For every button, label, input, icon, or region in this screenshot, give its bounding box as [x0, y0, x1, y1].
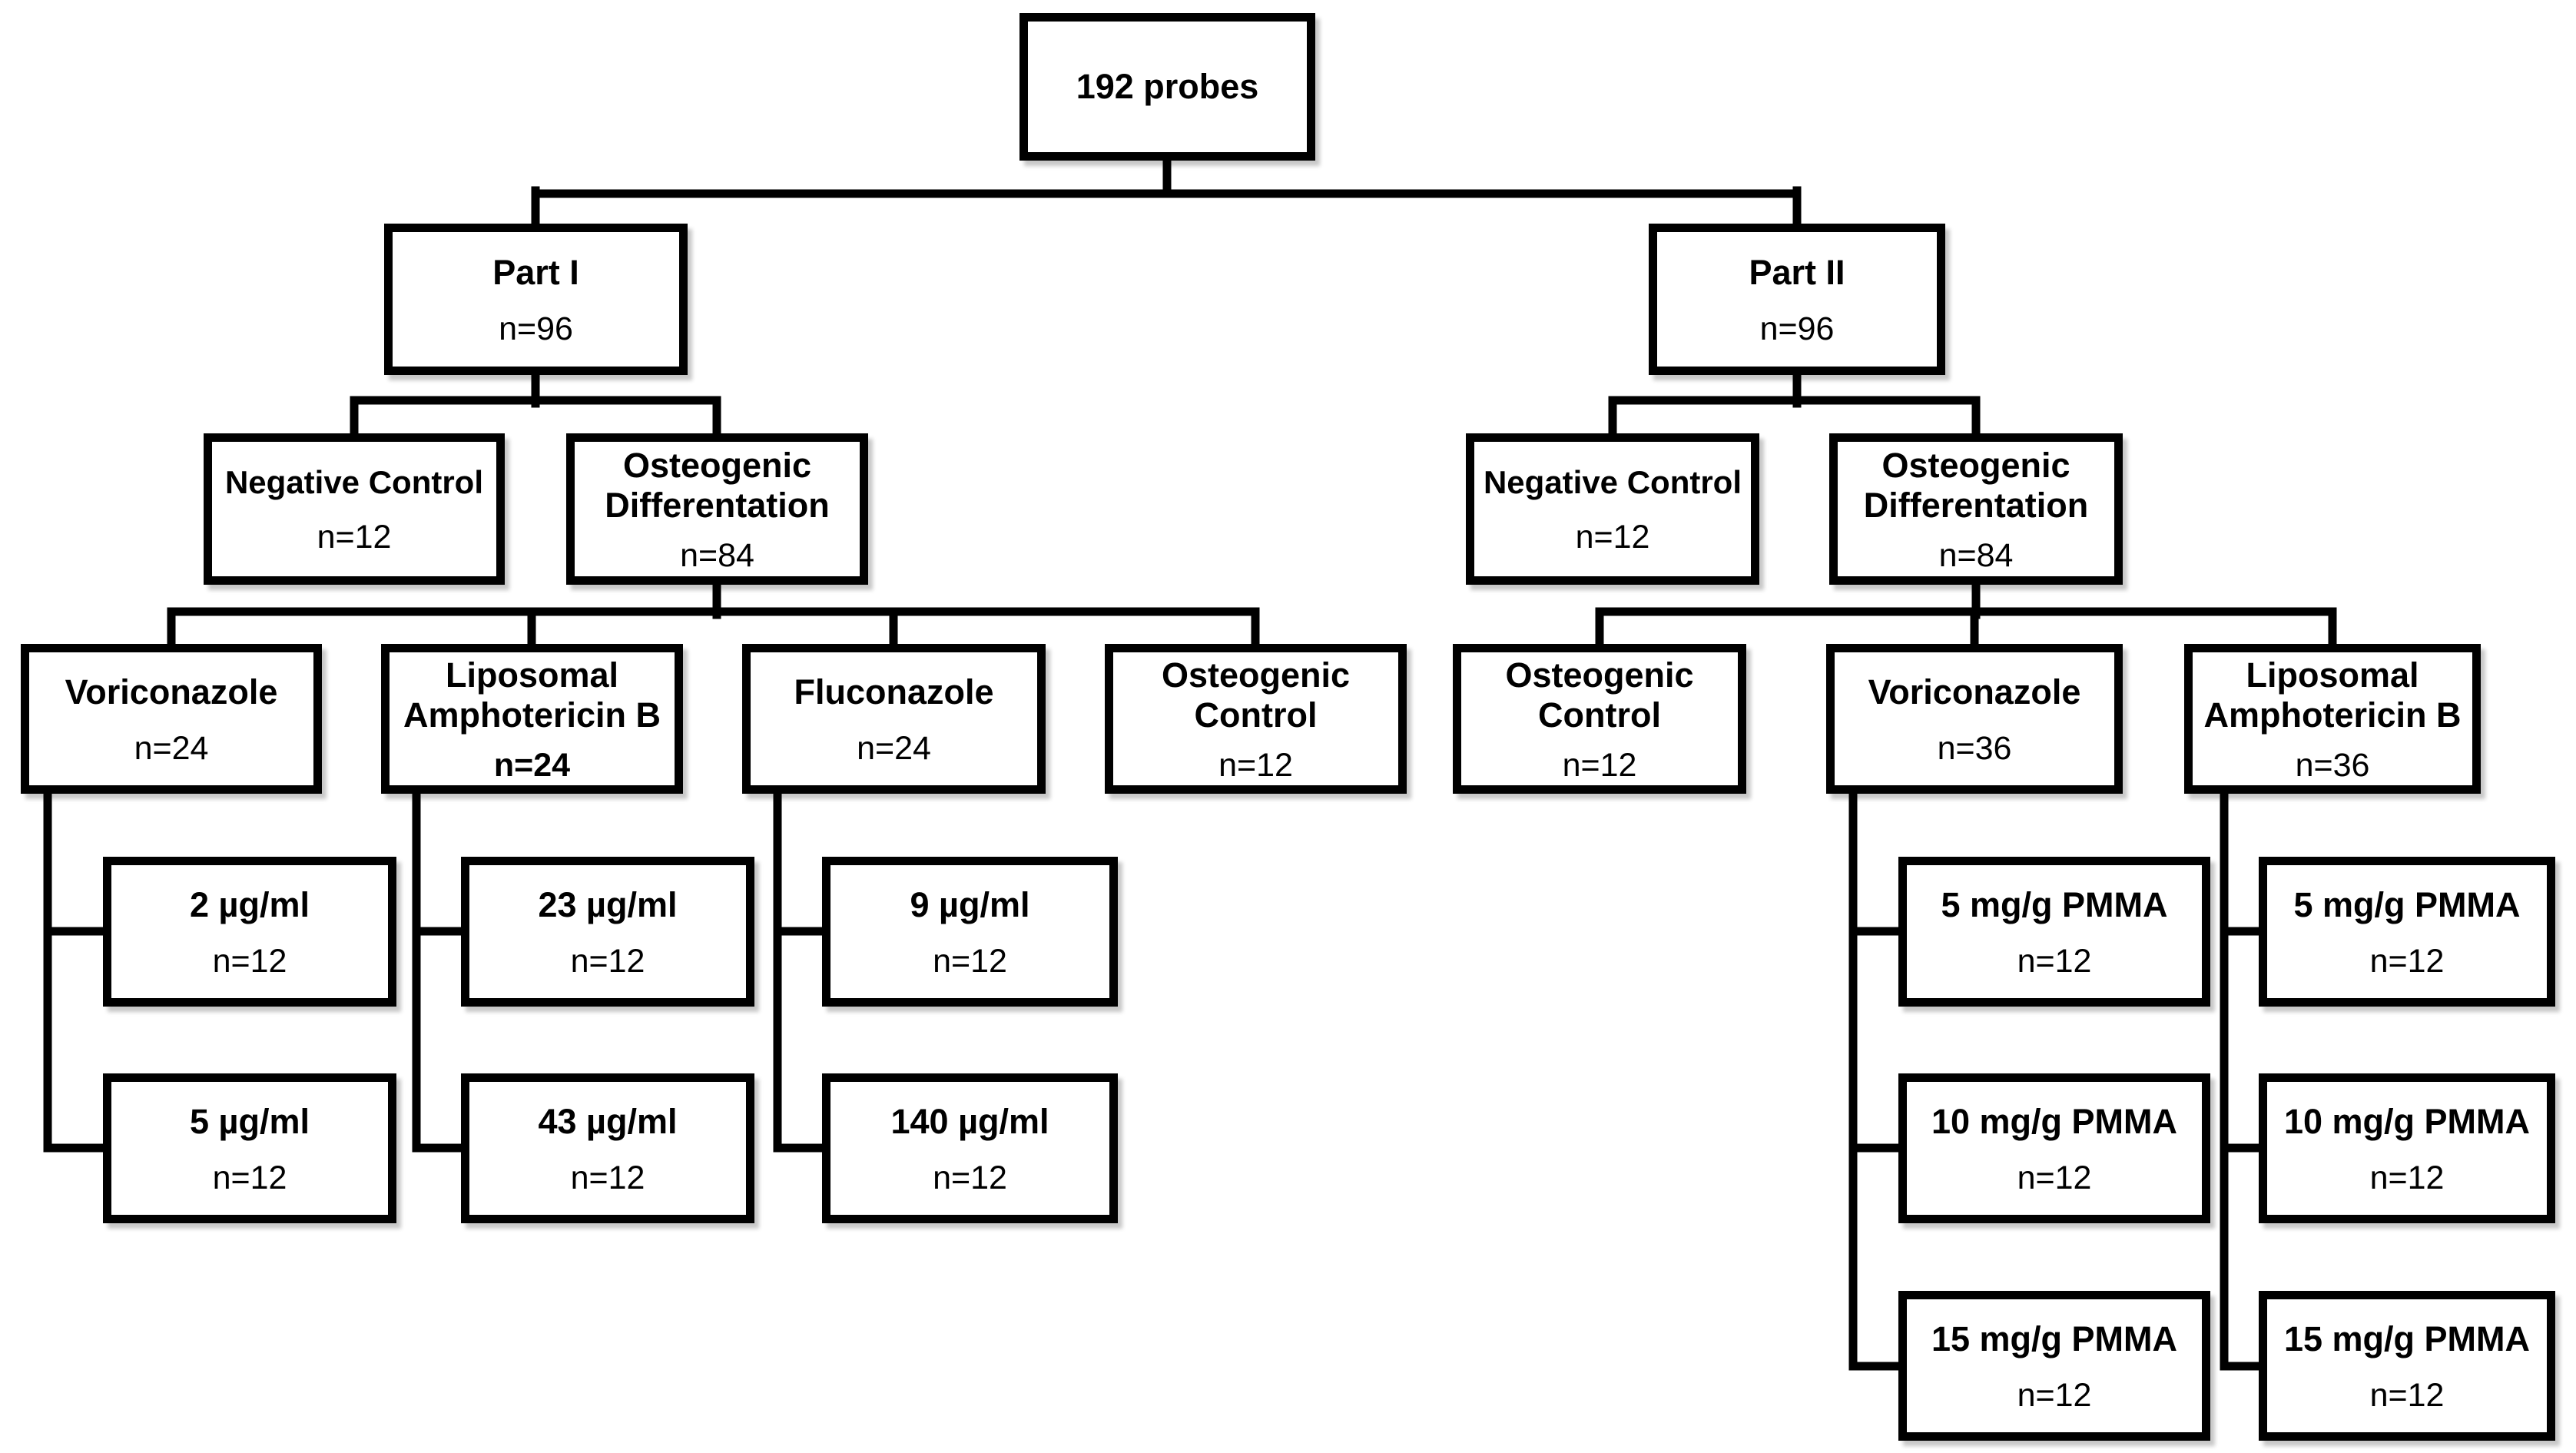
node-dose-140ugml-title: 140 µg/ml	[890, 1102, 1049, 1142]
node-voriconazole-1-count: n=24	[134, 729, 209, 767]
node-osteogenic-differentation-1-count: n=84	[680, 536, 754, 574]
node-dose-15mgg-pmma-vori-count: n=12	[2017, 1376, 2092, 1414]
node-voriconazole-2-count: n=36	[1937, 729, 2012, 767]
node-negative-control-1-title: Negative Control	[224, 463, 484, 500]
node-voriconazole-1: Voriconazole n=24	[21, 644, 322, 794]
node-osteogenic-differentation-2: Osteogenic Differentation n=84	[1829, 433, 2123, 585]
node-fluconazole-count: n=24	[857, 729, 931, 767]
node-liposomal-amphotericin-b-1-title-line1: Liposomal	[445, 655, 619, 695]
node-osteogenic-control-1-count: n=12	[1218, 746, 1293, 784]
node-dose-43ugml: 43 µg/ml n=12	[461, 1073, 754, 1223]
node-osteogenic-control-2-title-line2: Control	[1538, 695, 1661, 735]
node-voriconazole-1-title: Voriconazole	[65, 672, 278, 712]
node-osteogenic-control-2-title-line1: Osteogenic	[1505, 655, 1694, 695]
node-dose-10mgg-pmma-lipo: 10 mg/g PMMA n=12	[2259, 1073, 2555, 1223]
node-dose-9ugml-count: n=12	[933, 942, 1007, 980]
node-dose-5mgg-pmma-vori-count: n=12	[2017, 942, 2092, 980]
node-liposomal-amphotericin-b-1-count: n=24	[493, 746, 571, 784]
node-osteogenic-control-1: Osteogenic Control n=12	[1105, 644, 1407, 794]
node-negative-control-1: Negative Control n=12	[204, 433, 505, 585]
node-dose-2ugml-count: n=12	[212, 942, 287, 980]
node-liposomal-amphotericin-b-2: Liposomal Amphotericin B n=36	[2184, 644, 2481, 794]
node-dose-5ugml: 5 µg/ml n=12	[103, 1073, 396, 1223]
node-osteogenic-differentation-2-title: Osteogenic Differentation	[1864, 446, 2089, 526]
node-dose-9ugml-title: 9 µg/ml	[910, 885, 1030, 925]
connector-path	[43, 153, 2337, 1371]
node-voriconazole-2: Voriconazole n=36	[1826, 644, 2123, 794]
node-liposomal-amphotericin-b-2-title-line1: Liposomal	[2246, 655, 2419, 695]
node-negative-control-2-count: n=12	[1575, 519, 1650, 556]
node-dose-23ugml: 23 µg/ml n=12	[461, 857, 754, 1007]
node-osteogenic-differentation-1-title-line2: Differentation	[605, 486, 830, 525]
node-osteogenic-control-2: Osteogenic Control n=12	[1453, 644, 1746, 794]
node-part-ii-count: n=96	[1759, 310, 1835, 347]
node-osteogenic-control-1-title-line2: Control	[1194, 695, 1318, 735]
node-dose-15mgg-pmma-lipo: 15 mg/g PMMA n=12	[2259, 1291, 2555, 1441]
node-dose-9ugml: 9 µg/ml n=12	[822, 857, 1118, 1007]
node-osteogenic-control-1-title-line1: Osteogenic	[1161, 655, 1351, 695]
node-dose-10mgg-pmma-vori: 10 mg/g PMMA n=12	[1898, 1073, 2210, 1223]
node-liposomal-amphotericin-b-1: Liposomal Amphotericin B n=24	[381, 644, 683, 794]
node-dose-15mgg-pmma-lipo-title: 15 mg/g PMMA	[2283, 1319, 2531, 1359]
node-dose-140ugml: 140 µg/ml n=12	[822, 1073, 1118, 1223]
node-dose-140ugml-count: n=12	[933, 1159, 1007, 1196]
node-dose-10mgg-pmma-lipo-count: n=12	[2369, 1159, 2445, 1196]
node-dose-2ugml: 2 µg/ml n=12	[103, 857, 396, 1007]
node-osteogenic-control-2-count: n=12	[1562, 746, 1637, 784]
node-dose-5mgg-pmma-vori-title: 5 mg/g PMMA	[1941, 885, 2168, 925]
node-dose-23ugml-title: 23 µg/ml	[538, 885, 678, 925]
node-liposomal-amphotericin-b-2-title: Liposomal Amphotericin B	[2203, 655, 2461, 735]
node-dose-15mgg-pmma-lipo-count: n=12	[2369, 1376, 2445, 1414]
node-osteogenic-differentation-2-title-line1: Osteogenic	[1881, 446, 2070, 486]
node-fluconazole-title: Fluconazole	[794, 672, 994, 712]
node-part-ii: Part II n=96	[1649, 224, 1945, 375]
node-liposomal-amphotericin-b-2-count: n=36	[2295, 746, 2370, 784]
node-liposomal-amphotericin-b-1-title-line2: Amphotericin B	[403, 695, 661, 735]
node-fluconazole: Fluconazole n=24	[742, 644, 1046, 794]
node-dose-5mgg-pmma-lipo-title: 5 mg/g PMMA	[2293, 885, 2521, 925]
node-dose-5mgg-pmma-lipo: 5 mg/g PMMA n=12	[2259, 857, 2555, 1007]
node-dose-43ugml-count: n=12	[570, 1159, 645, 1196]
node-negative-control-1-count: n=12	[317, 519, 392, 556]
node-negative-control-2-title: Negative Control	[1483, 463, 1742, 500]
node-192-probes-title: 192 probes	[1076, 67, 1259, 107]
node-dose-5ugml-count: n=12	[212, 1159, 287, 1196]
node-dose-10mgg-pmma-lipo-title: 10 mg/g PMMA	[2283, 1102, 2531, 1142]
node-dose-5mgg-pmma-lipo-count: n=12	[2369, 942, 2445, 980]
node-liposomal-amphotericin-b-1-title: Liposomal Amphotericin B	[403, 655, 661, 735]
node-dose-5ugml-title: 5 µg/ml	[190, 1102, 310, 1142]
node-osteogenic-differentation-1-title: Osteogenic Differentation	[605, 446, 830, 526]
node-dose-10mgg-pmma-vori-title: 10 mg/g PMMA	[1931, 1102, 2178, 1142]
node-osteogenic-control-2-title: Osteogenic Control	[1505, 655, 1693, 735]
node-part-i-count: n=96	[499, 310, 573, 347]
node-part-i: Part I n=96	[384, 224, 688, 375]
node-192-probes: 192 probes	[1019, 13, 1315, 161]
node-osteogenic-differentation-1-title-line1: Osteogenic	[622, 446, 812, 486]
node-dose-5mgg-pmma-vori: 5 mg/g PMMA n=12	[1898, 857, 2210, 1007]
node-negative-control-2: Negative Control n=12	[1466, 433, 1759, 585]
node-osteogenic-differentation-2-title-line2: Differentation	[1863, 486, 2089, 525]
node-part-i-title: Part I	[492, 253, 579, 293]
node-part-ii-title: Part II	[1749, 253, 1845, 293]
node-osteogenic-differentation-2-count: n=84	[1938, 536, 2014, 574]
node-dose-23ugml-count: n=12	[570, 942, 645, 980]
node-liposomal-amphotericin-b-2-title-line2: Amphotericin B	[2203, 695, 2462, 735]
node-osteogenic-control-1-title: Osteogenic Control	[1162, 655, 1350, 735]
node-dose-10mgg-pmma-vori-count: n=12	[2017, 1159, 2092, 1196]
node-dose-15mgg-pmma-vori-title: 15 mg/g PMMA	[1931, 1319, 2178, 1359]
node-dose-43ugml-title: 43 µg/ml	[538, 1102, 678, 1142]
node-osteogenic-differentation-1: Osteogenic Differentation n=84	[566, 433, 868, 585]
node-dose-2ugml-title: 2 µg/ml	[190, 885, 310, 925]
node-voriconazole-2-title: Voriconazole	[1868, 672, 2081, 712]
node-dose-15mgg-pmma-vori: 15 mg/g PMMA n=12	[1898, 1291, 2210, 1441]
